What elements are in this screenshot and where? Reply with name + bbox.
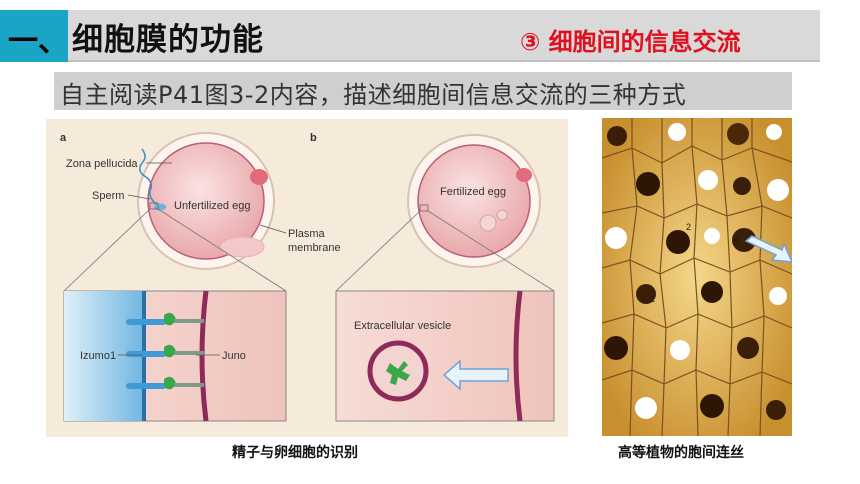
label-fertilized-egg: Fertilized egg bbox=[440, 186, 506, 198]
unfertilized-egg bbox=[147, 142, 265, 260]
caption-left: 精子与卵细胞的识别 bbox=[232, 445, 358, 461]
arrow-left-icon bbox=[442, 359, 509, 391]
title-bar bbox=[0, 10, 820, 62]
marker-1: 1 bbox=[650, 294, 655, 304]
label-unfertilized-egg: Unfertilized egg bbox=[174, 200, 250, 212]
cell-walls bbox=[602, 118, 792, 436]
label-zona: Zona pellucida bbox=[66, 158, 138, 170]
label-plasma: Plasma bbox=[288, 228, 326, 240]
section-tag: 一、 bbox=[0, 10, 68, 62]
caption-right: 高等植物的胞间连丝 bbox=[618, 445, 744, 461]
izumo-juno-pairs bbox=[126, 312, 204, 390]
egg-membrane-a bbox=[199, 290, 209, 422]
plasmodesmata-photo: 2 1 bbox=[602, 118, 792, 436]
label-juno: Juno bbox=[222, 350, 246, 362]
marker-2: 2 bbox=[686, 222, 691, 232]
sperm-head bbox=[154, 203, 166, 211]
page-subtitle: ③ 细胞间的信息交流 bbox=[520, 28, 741, 56]
label-izumo1: Izumo1 bbox=[80, 350, 116, 362]
panel-a-letter: a bbox=[60, 132, 67, 144]
label-extracellular-vesicle: Extracellular vesicle bbox=[354, 320, 451, 332]
fertilized-egg bbox=[417, 144, 531, 258]
instruction-text: 自主阅读P41图3-2内容，描述细胞间信息交流的三种方式 bbox=[60, 81, 687, 109]
zoom-box-b bbox=[419, 204, 429, 212]
vesicle-cargo bbox=[386, 361, 410, 385]
page-title: 细胞膜的功能 bbox=[72, 22, 264, 58]
zoom-box-a bbox=[149, 202, 159, 210]
diagram-svg: a b Zona pellucida Sperm Unfertilized eg… bbox=[60, 132, 555, 422]
photo-svg: 2 1 bbox=[602, 118, 792, 436]
label-membrane: membrane bbox=[288, 242, 341, 254]
instruction-box: 自主阅读P41图3-2内容，描述细胞间信息交流的三种方式 bbox=[54, 72, 792, 110]
sperm-tail bbox=[139, 148, 163, 210]
egg-membrane-b bbox=[513, 290, 523, 422]
panel-b-letter: b bbox=[310, 132, 317, 144]
sperm-egg-diagram: a b Zona pellucida Sperm Unfertilized eg… bbox=[46, 119, 568, 437]
zoom-panel-b bbox=[335, 290, 555, 422]
polar-body bbox=[250, 169, 268, 185]
cell-nuclei bbox=[604, 123, 789, 420]
section-number: 一、 bbox=[8, 24, 68, 59]
egg-bulge bbox=[219, 236, 265, 258]
label-sperm: Sperm bbox=[92, 190, 124, 202]
arrow-pointer-icon bbox=[744, 235, 792, 263]
